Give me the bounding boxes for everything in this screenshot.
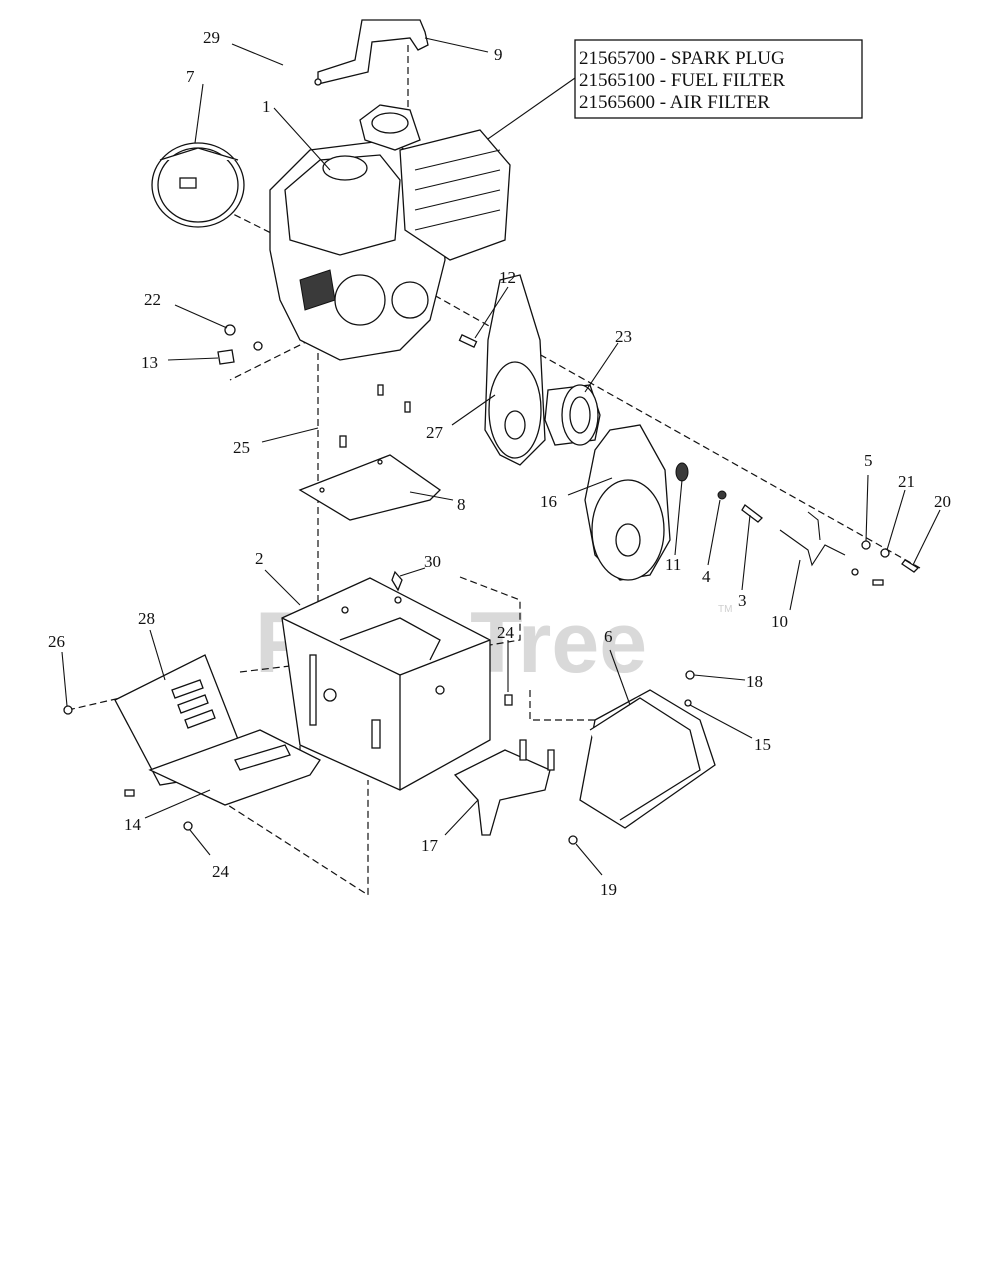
label-10: 10	[771, 612, 788, 631]
part-22-nut	[224, 324, 236, 336]
part-26-screw	[63, 705, 73, 715]
label-17: 17	[421, 836, 439, 855]
label-24-right: 24	[497, 623, 515, 642]
part-16-pulley-belt	[584, 424, 671, 581]
label-16: 16	[540, 492, 557, 511]
part-13-clip	[217, 349, 235, 365]
label-19: 19	[600, 880, 617, 899]
leader-lines	[61, 37, 941, 876]
label-28: 28	[138, 609, 155, 628]
label-13: 13	[141, 353, 158, 372]
label-20: 20	[934, 492, 951, 511]
part-9-bracket	[314, 19, 429, 86]
watermark-tm: TM	[718, 604, 732, 615]
part-20-bolt	[901, 559, 920, 573]
part-12-key	[458, 334, 478, 348]
callout-line-fuel-filter: 21565100 - FUEL FILTER	[579, 70, 785, 91]
label-23: 23	[615, 327, 632, 346]
part-5-nut	[861, 540, 871, 550]
part-18-nut	[685, 670, 695, 680]
part-14-tray	[148, 729, 321, 806]
label-5: 5	[864, 451, 873, 470]
label-1: 1	[262, 97, 271, 116]
part-27-pulley-belt	[484, 274, 546, 466]
label-11: 11	[665, 555, 681, 574]
part-23-hub	[544, 384, 601, 446]
part-2-frame	[281, 577, 491, 791]
callout-line-air-filter: 21565600 - AIR FILTER	[579, 92, 770, 113]
part-21-washer	[880, 548, 890, 558]
part-4-washer	[717, 490, 727, 500]
label-21: 21	[898, 472, 915, 491]
label-9: 9	[494, 45, 503, 64]
part-6-guard	[579, 689, 716, 829]
label-18: 18	[746, 672, 763, 691]
label-22: 22	[144, 290, 161, 309]
part-7-ring	[151, 142, 245, 228]
part-labels: 1 2 3 4 5 6 7 8 9 10 11 12 13 14 15 16 1…	[48, 28, 951, 899]
label-29: 29	[203, 28, 220, 47]
label-8: 8	[457, 495, 466, 514]
label-2: 2	[255, 549, 264, 568]
label-4: 4	[702, 567, 711, 586]
label-27: 27	[426, 423, 444, 442]
callout-line-spark-plug: 21565700 - SPARK PLUG	[579, 48, 785, 69]
part-15-washer	[684, 699, 692, 707]
part-19-nut	[568, 835, 578, 845]
part-10-rod	[779, 511, 846, 567]
label-7: 7	[186, 67, 195, 86]
label-15: 15	[754, 735, 771, 754]
part-30-screw	[391, 570, 403, 592]
label-6: 6	[604, 627, 613, 646]
part-number-callout: 21565700 - SPARK PLUG 21565100 - FUEL FI…	[464, 39, 863, 156]
label-25: 25	[233, 438, 250, 457]
label-24-left: 24	[212, 862, 230, 881]
label-30: 30	[424, 552, 441, 571]
part-24-screw-left	[183, 821, 193, 831]
label-12: 12	[499, 268, 516, 287]
label-14: 14	[124, 815, 142, 834]
part-17-bracket	[453, 739, 555, 836]
part-24-screw-right	[504, 694, 513, 706]
label-26: 26	[48, 632, 65, 651]
part-11-spacer	[675, 462, 689, 482]
part-1-engine	[269, 104, 511, 361]
part-3-bolt	[741, 504, 763, 523]
part-8-plate	[298, 454, 442, 521]
label-3: 3	[738, 591, 747, 610]
